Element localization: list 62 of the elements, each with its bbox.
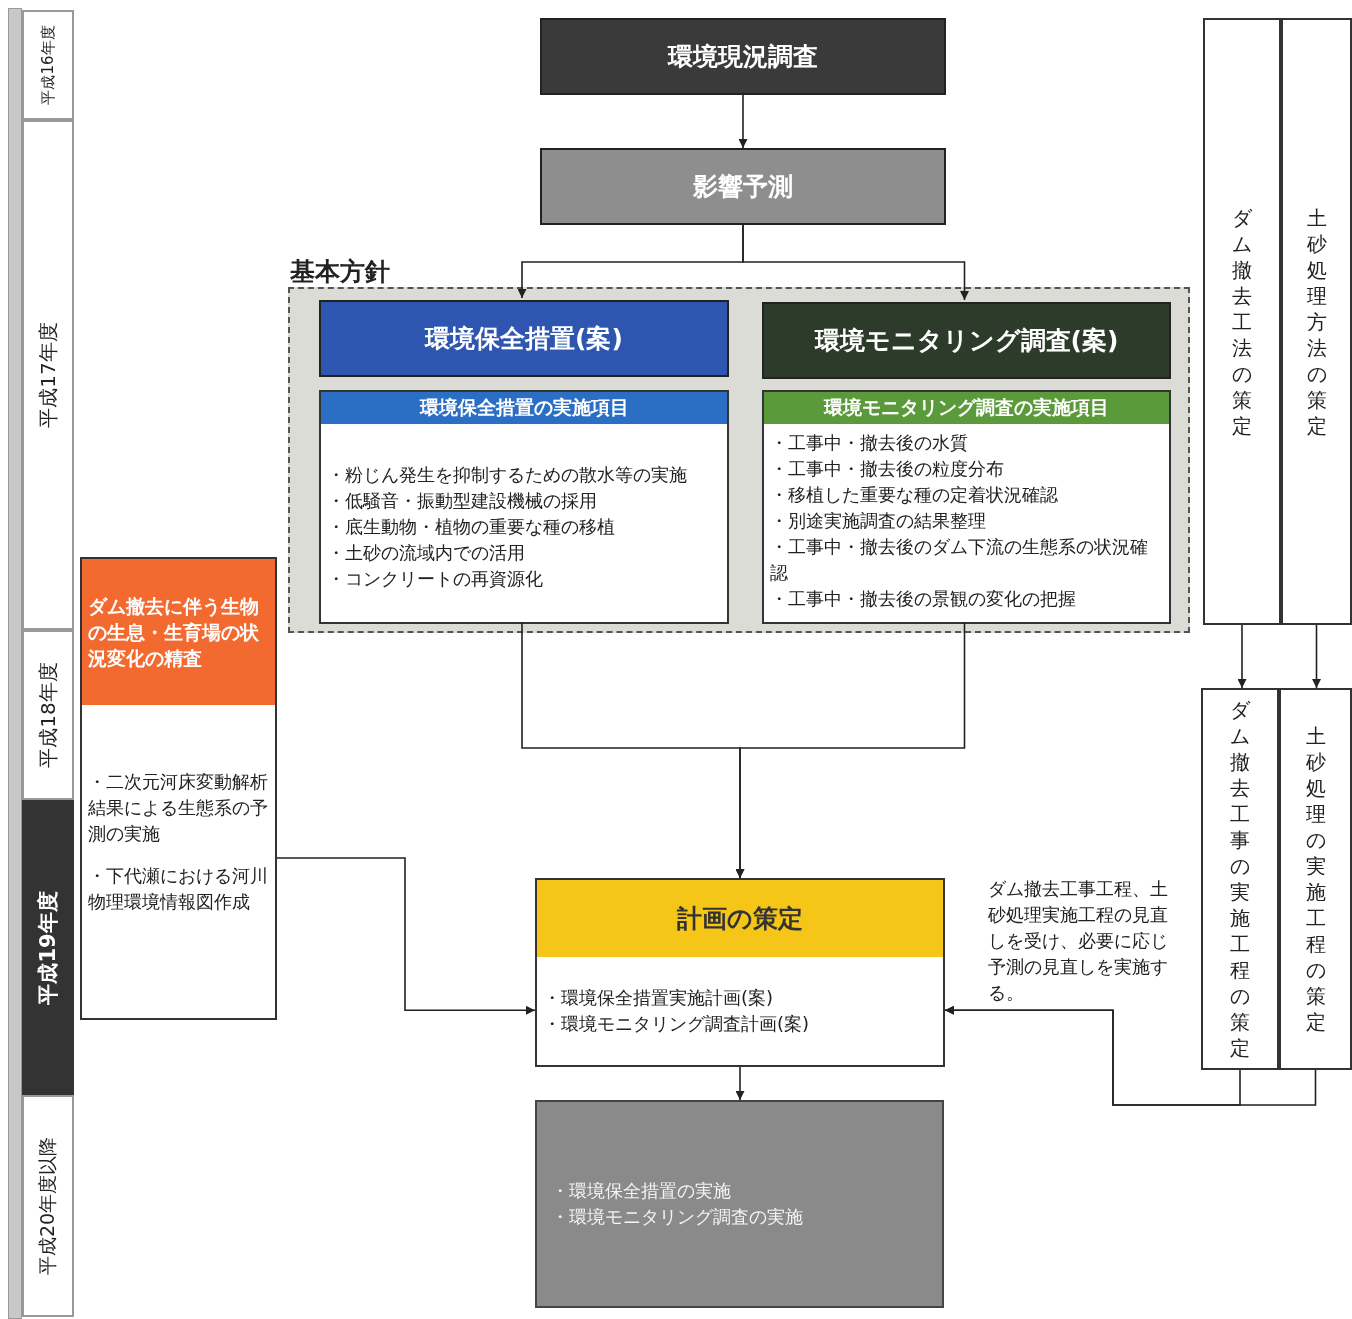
list-item: ・環境モニタリング調査計画(案) bbox=[543, 1012, 811, 1036]
box-header: 計画の策定 bbox=[537, 880, 943, 957]
note-text: ダム撤去工事工程、土砂処理実施工程の見直しを受け、必要に応じ予測の見直しを実施する。 bbox=[988, 877, 1169, 1005]
list-item: ・下代瀬における河川物理環境情報図作成 bbox=[88, 864, 269, 914]
list-item: ・別途実施調査の結果整理 bbox=[770, 509, 987, 533]
vertical-label: ダム撤去工事の実施工程の策定 bbox=[1229, 697, 1252, 1061]
year-label: 平成19年度 bbox=[35, 890, 61, 1005]
process-box bbox=[762, 302, 1171, 379]
year-label: 平成20年度以降 bbox=[35, 1136, 59, 1276]
box-title: 影響予測 bbox=[693, 171, 793, 203]
list-item: ・工事中・撤去後の水質 bbox=[770, 431, 969, 455]
box-title: 環境現況調査 bbox=[668, 41, 818, 73]
year-label: 平成17年度 bbox=[34, 322, 61, 428]
arrow bbox=[944, 1005, 1317, 1106]
process-box bbox=[535, 1100, 944, 1308]
list-item: ・環境モニタリング調査の実施 bbox=[551, 1205, 804, 1229]
year-label: 平成16年度 bbox=[38, 25, 58, 105]
list-item: ・粉じん発生を抑制するための散水等の実施 bbox=[327, 463, 688, 487]
list-item: ・工事中・撤去後の景観の変化の把握 bbox=[770, 587, 1077, 611]
list-box bbox=[762, 390, 1171, 624]
list-item: ・工事中・撤去後のダム下流の生態系の状況確認 bbox=[770, 535, 1149, 585]
process-box bbox=[1201, 688, 1279, 1070]
vertical-label: 土砂処理方法の策定 bbox=[1305, 204, 1328, 439]
list-item: ・二次元河床変動解析結果による生態系の予測の実施 bbox=[88, 770, 269, 846]
year-band bbox=[22, 10, 74, 120]
box-header: 環境保全措置の実施項目 bbox=[321, 392, 727, 424]
arrow bbox=[276, 857, 536, 1015]
year-band bbox=[22, 1095, 74, 1317]
process-box bbox=[1279, 688, 1352, 1070]
arrow bbox=[735, 1066, 745, 1101]
list-item: ・環境保全措置実施計画(案) bbox=[543, 986, 775, 1010]
process-box bbox=[1203, 18, 1281, 625]
list-box bbox=[80, 557, 277, 1020]
arrow bbox=[1237, 624, 1247, 689]
list-item: ・工事中・撤去後の粒度分布 bbox=[770, 457, 1005, 481]
box-title: 環境保全措置(案) bbox=[425, 323, 623, 355]
list-item: ・低騒音・振動型建設機械の採用 bbox=[327, 489, 598, 513]
year-band bbox=[22, 630, 74, 800]
arrow bbox=[735, 621, 966, 879]
box-title: 環境モニタリング調査(案) bbox=[814, 325, 1119, 357]
list-item: ・環境保全措置の実施 bbox=[551, 1179, 732, 1203]
arrow bbox=[1312, 624, 1321, 689]
box-header: 環境モニタリング調査の実施項目 bbox=[764, 392, 1169, 424]
year-band bbox=[22, 120, 74, 630]
list-box bbox=[319, 390, 729, 624]
process-box bbox=[1281, 18, 1352, 625]
list-item: ・移植した重要な種の定着状況確認 bbox=[770, 483, 1059, 507]
list-box bbox=[535, 878, 945, 1067]
box-header: ダム撤去に伴う生物の生息・生育場の状況変化の精査 bbox=[82, 559, 275, 705]
arrow bbox=[738, 94, 748, 149]
vertical-label: 土砂処理の実施工程の策定 bbox=[1304, 723, 1327, 1035]
vertical-label: ダム撤去工法の策定 bbox=[1231, 204, 1254, 439]
year-band bbox=[22, 800, 74, 1095]
list-item: ・コンクリートの再資源化 bbox=[327, 567, 544, 591]
process-box bbox=[540, 148, 946, 225]
list-item: ・底生動物・植物の重要な種の移植 bbox=[327, 515, 616, 539]
process-box bbox=[319, 300, 729, 377]
process-box bbox=[540, 18, 946, 95]
arrow bbox=[742, 224, 969, 301]
group-title: 基本方針 bbox=[290, 256, 390, 288]
year-label: 平成18年度 bbox=[34, 662, 61, 768]
list-item: ・土砂の流域内での活用 bbox=[327, 541, 526, 565]
